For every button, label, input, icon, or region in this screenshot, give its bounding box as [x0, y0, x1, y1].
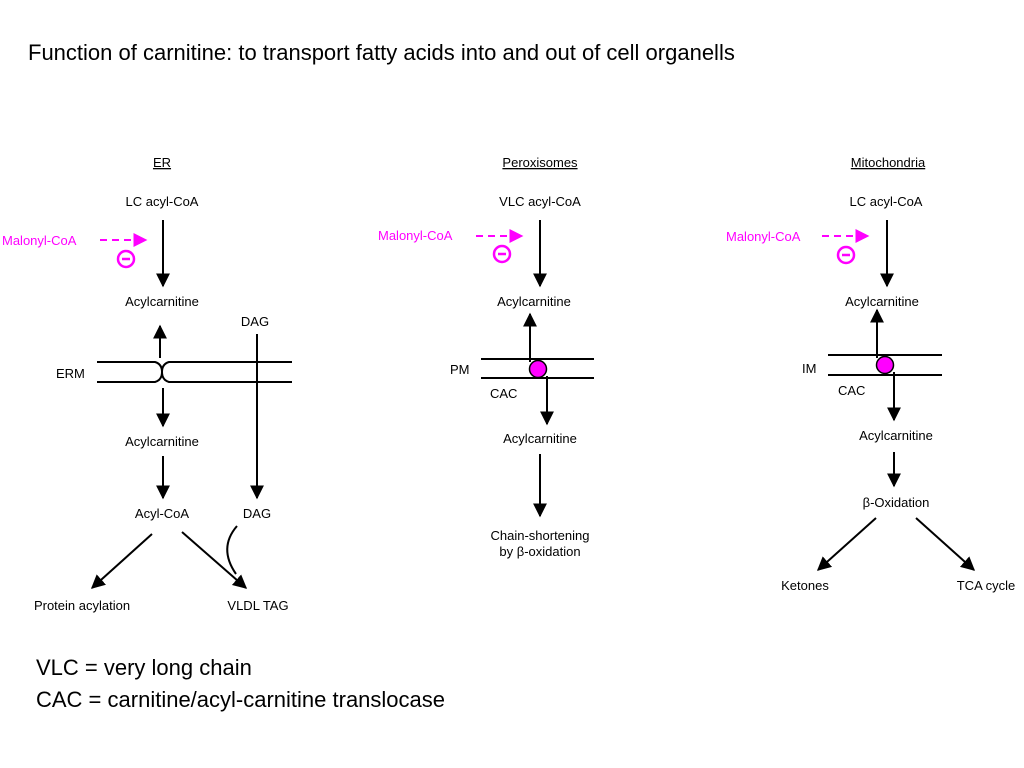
- mitochondria-cac-transporter-icon: [875, 355, 895, 375]
- mitochondria-panel: Mitochondria LC acyl-CoA Malonyl-CoA Acy…: [726, 155, 1015, 593]
- page-title: Function of carnitine: to transport fatt…: [28, 40, 735, 65]
- mitochondria-arrow-to-ketones: [816, 517, 877, 571]
- peroxisomes-malonyl-coa-label: Malonyl-CoA: [378, 228, 453, 243]
- peroxisomes-cac-transporter-icon: [528, 359, 548, 379]
- mitochondria-ketones-label: Ketones: [781, 578, 829, 593]
- mitochondria-acylcarnitine-bottom-label: Acylcarnitine: [859, 428, 933, 443]
- mitochondria-beta-oxidation-label: β-Oxidation: [863, 495, 930, 510]
- er-protein-acylation-label: Protein acylation: [34, 598, 130, 613]
- er-dag-merge-curve: [226, 525, 238, 575]
- legend-cac-definition: CAC = carnitine/acyl-carnitine transloca…: [36, 687, 446, 712]
- er-membrane-lower: [97, 371, 292, 383]
- er-dag-bottom-label: DAG: [243, 506, 271, 521]
- peroxisomes-vlc-acyl-coa-label: VLC acyl-CoA: [499, 194, 581, 209]
- peroxisomes-cac-label: CAC: [490, 386, 517, 401]
- peroxisomes-panel: Peroxisomes VLC acyl-CoA Malonyl-CoA Acy…: [378, 155, 594, 559]
- er-dag-top-label: DAG: [241, 314, 269, 329]
- mitochondria-lc-acyl-coa-label: LC acyl-CoA: [850, 194, 923, 209]
- er-panel: ER LC acyl-CoA Malonyl-CoA Acylcarnitine…: [2, 155, 292, 613]
- er-arrow-to-vldl-tag: [181, 531, 248, 589]
- er-acyl-coa-label: Acyl-CoA: [135, 506, 190, 521]
- mitochondria-cac-label: CAC: [838, 383, 865, 398]
- mitochondria-inhibition-icon: [836, 245, 856, 265]
- mitochondria-arrow-to-tca-cycle: [915, 517, 976, 571]
- mitochondria-header: Mitochondria: [851, 155, 926, 170]
- er-inhibition-icon: [116, 249, 136, 269]
- peroxisomes-inhibition-icon: [492, 244, 512, 264]
- peroxisomes-chain-shortening-label: Chain-shortening: [490, 528, 589, 543]
- peroxisomes-acylcarnitine-bottom-label: Acylcarnitine: [503, 431, 577, 446]
- peroxisomes-pm-label: PM: [450, 362, 470, 377]
- mitochondria-tca-cycle-label: TCA cycle: [957, 578, 1016, 593]
- er-lc-acyl-coa-label: LC acyl-CoA: [126, 194, 199, 209]
- mitochondria-malonyl-coa-label: Malonyl-CoA: [726, 229, 801, 244]
- peroxisomes-acylcarnitine-top-label: Acylcarnitine: [497, 294, 571, 309]
- er-membrane-upper: [97, 361, 292, 373]
- mitochondria-acylcarnitine-top-label: Acylcarnitine: [845, 294, 919, 309]
- mitochondria-im-label: IM: [802, 361, 816, 376]
- peroxisomes-header: Peroxisomes: [502, 155, 578, 170]
- er-header: ER: [153, 155, 171, 170]
- er-acylcarnitine-top-label: Acylcarnitine: [125, 294, 199, 309]
- er-acylcarnitine-bottom-label: Acylcarnitine: [125, 434, 199, 449]
- er-vldl-tag-label: VLDL TAG: [227, 598, 288, 613]
- er-malonyl-coa-label: Malonyl-CoA: [2, 233, 77, 248]
- peroxisomes-by-beta-oxidation-label: by β-oxidation: [499, 544, 580, 559]
- er-erm-label: ERM: [56, 366, 85, 381]
- legend-vlc-definition: VLC = very long chain: [36, 655, 252, 680]
- er-arrow-to-protein-acylation: [90, 533, 153, 589]
- legend: VLC = very long chain CAC = carnitine/ac…: [36, 652, 445, 716]
